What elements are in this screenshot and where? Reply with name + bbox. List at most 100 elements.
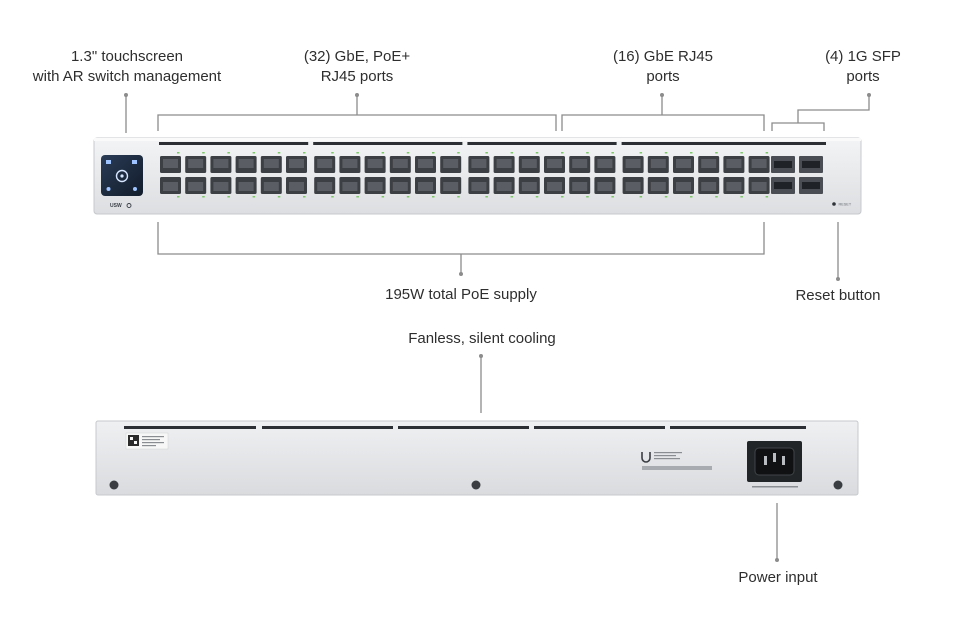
sfp-port-grid <box>770 142 826 194</box>
port-block-bar <box>159 142 309 145</box>
rj45-port-jack <box>726 182 742 191</box>
rj45-port-jack <box>751 159 767 168</box>
rj45-port-jack <box>163 182 178 191</box>
port-led <box>664 196 668 198</box>
rj45-port-jack <box>701 159 717 168</box>
port-led <box>457 152 460 154</box>
port-led <box>252 152 256 154</box>
rj45-port-jack <box>263 182 279 191</box>
callout-leader-lines <box>125 95 870 560</box>
rj45-port-jack <box>625 182 641 191</box>
port-led <box>664 152 668 154</box>
rj45-port-jack <box>650 182 666 191</box>
callout-poe-ports-line2: RJ45 ports <box>320 68 394 85</box>
port-led <box>510 196 514 198</box>
rj45-port-jack <box>342 159 358 168</box>
port-led <box>611 196 614 198</box>
rear-chassis <box>95 420 859 496</box>
port-led <box>277 152 281 154</box>
rj45-port-jack <box>367 159 383 168</box>
port-led <box>485 196 488 198</box>
callout-reset-text: Reset button <box>795 287 881 304</box>
rj45-port-jack <box>496 159 512 168</box>
port-led <box>457 196 460 198</box>
rj45-port-jack <box>367 182 383 191</box>
callout-rj45-ports-line1: (16) GbE RJ45 <box>612 48 714 65</box>
rj45-port-jack <box>163 159 178 168</box>
sfp-port-slot <box>802 161 820 168</box>
port-led <box>561 196 564 198</box>
port-led <box>331 196 334 198</box>
port-led <box>586 152 589 154</box>
rj45-port-jack <box>317 159 333 168</box>
rj45-port-jack <box>547 182 562 191</box>
rj45-port-jack <box>572 182 588 191</box>
port-block-bar <box>770 142 826 145</box>
port-led <box>639 196 643 198</box>
callout-fanless-text: Fanless, silent cooling <box>408 330 556 347</box>
callout-leader-dots <box>124 93 871 562</box>
rj45-port-jack <box>342 182 358 191</box>
rj45-port-jack <box>317 182 333 191</box>
rj45-port-jack <box>597 159 613 168</box>
sfp-port-slot <box>802 182 820 189</box>
callout-touchscreen: 1.3" touchscreen with AR switch manageme… <box>14 47 240 87</box>
rj45-port-jack <box>238 182 254 191</box>
port-led <box>202 196 205 198</box>
callout-fanless: Fanless, silent cooling <box>380 329 584 349</box>
port-led <box>510 152 514 154</box>
rj45-port-jack <box>625 159 641 168</box>
rj45-port-jack <box>471 159 487 168</box>
sfp-port-slot <box>774 182 792 189</box>
port-led <box>690 196 693 198</box>
rj45-port-grid <box>159 142 771 198</box>
port-led <box>561 152 564 154</box>
rj45-port-jack <box>188 159 204 168</box>
port-led <box>715 196 718 198</box>
callout-touchscreen-line1: 1.3" touchscreen <box>70 48 184 65</box>
port-led <box>432 152 435 154</box>
screen-corner-icon <box>106 187 111 191</box>
port-block-bar <box>467 142 617 145</box>
callout-sfp-ports-line1: (4) 1G SFP <box>825 48 901 65</box>
rj45-port-jack <box>289 159 304 168</box>
rj45-port-jack <box>238 159 254 168</box>
port-led <box>535 152 539 154</box>
port-led <box>586 196 589 198</box>
rj45-port-jack <box>676 182 691 191</box>
reset-button[interactable] <box>832 202 836 206</box>
port-led <box>765 196 769 198</box>
screw <box>109 480 119 490</box>
ubiquiti-logo-icon <box>641 452 651 463</box>
rj45-port-jack <box>597 182 613 191</box>
port-led <box>303 196 306 198</box>
power-inlet[interactable] <box>747 441 802 488</box>
model-badge: USW <box>110 203 122 209</box>
port-led <box>406 152 410 154</box>
callout-poe-ports: (32) GbE, PoE+ RJ45 ports <box>282 47 432 87</box>
front-panel: USW RESET <box>93 137 862 215</box>
callout-sfp-ports: (4) 1G SFP ports <box>805 47 921 87</box>
callout-poe-supply-text: 195W total PoE supply <box>385 286 537 303</box>
rj45-port-jack <box>188 182 204 191</box>
vent-slot <box>398 426 529 429</box>
rj45-port-jack <box>392 182 408 191</box>
callout-sfp-ports-line2: ports <box>846 68 880 85</box>
screw <box>833 480 843 490</box>
port-led <box>227 152 230 154</box>
port-led <box>406 196 410 198</box>
qr-code-label <box>125 432 169 450</box>
vent-slot <box>534 426 665 429</box>
rj45-port-jack <box>418 159 433 168</box>
rj45-port-jack <box>213 159 229 168</box>
port-led <box>177 196 180 198</box>
rear-panel <box>95 420 859 496</box>
touchscreen-module[interactable]: USW <box>101 155 143 209</box>
port-led <box>485 152 488 154</box>
rj45-port-jack <box>676 159 691 168</box>
screen-corner-icon <box>106 160 111 164</box>
rj45-port-jack <box>418 182 433 191</box>
rj45-port-jack <box>726 159 742 168</box>
rj45-port-jack <box>213 182 229 191</box>
